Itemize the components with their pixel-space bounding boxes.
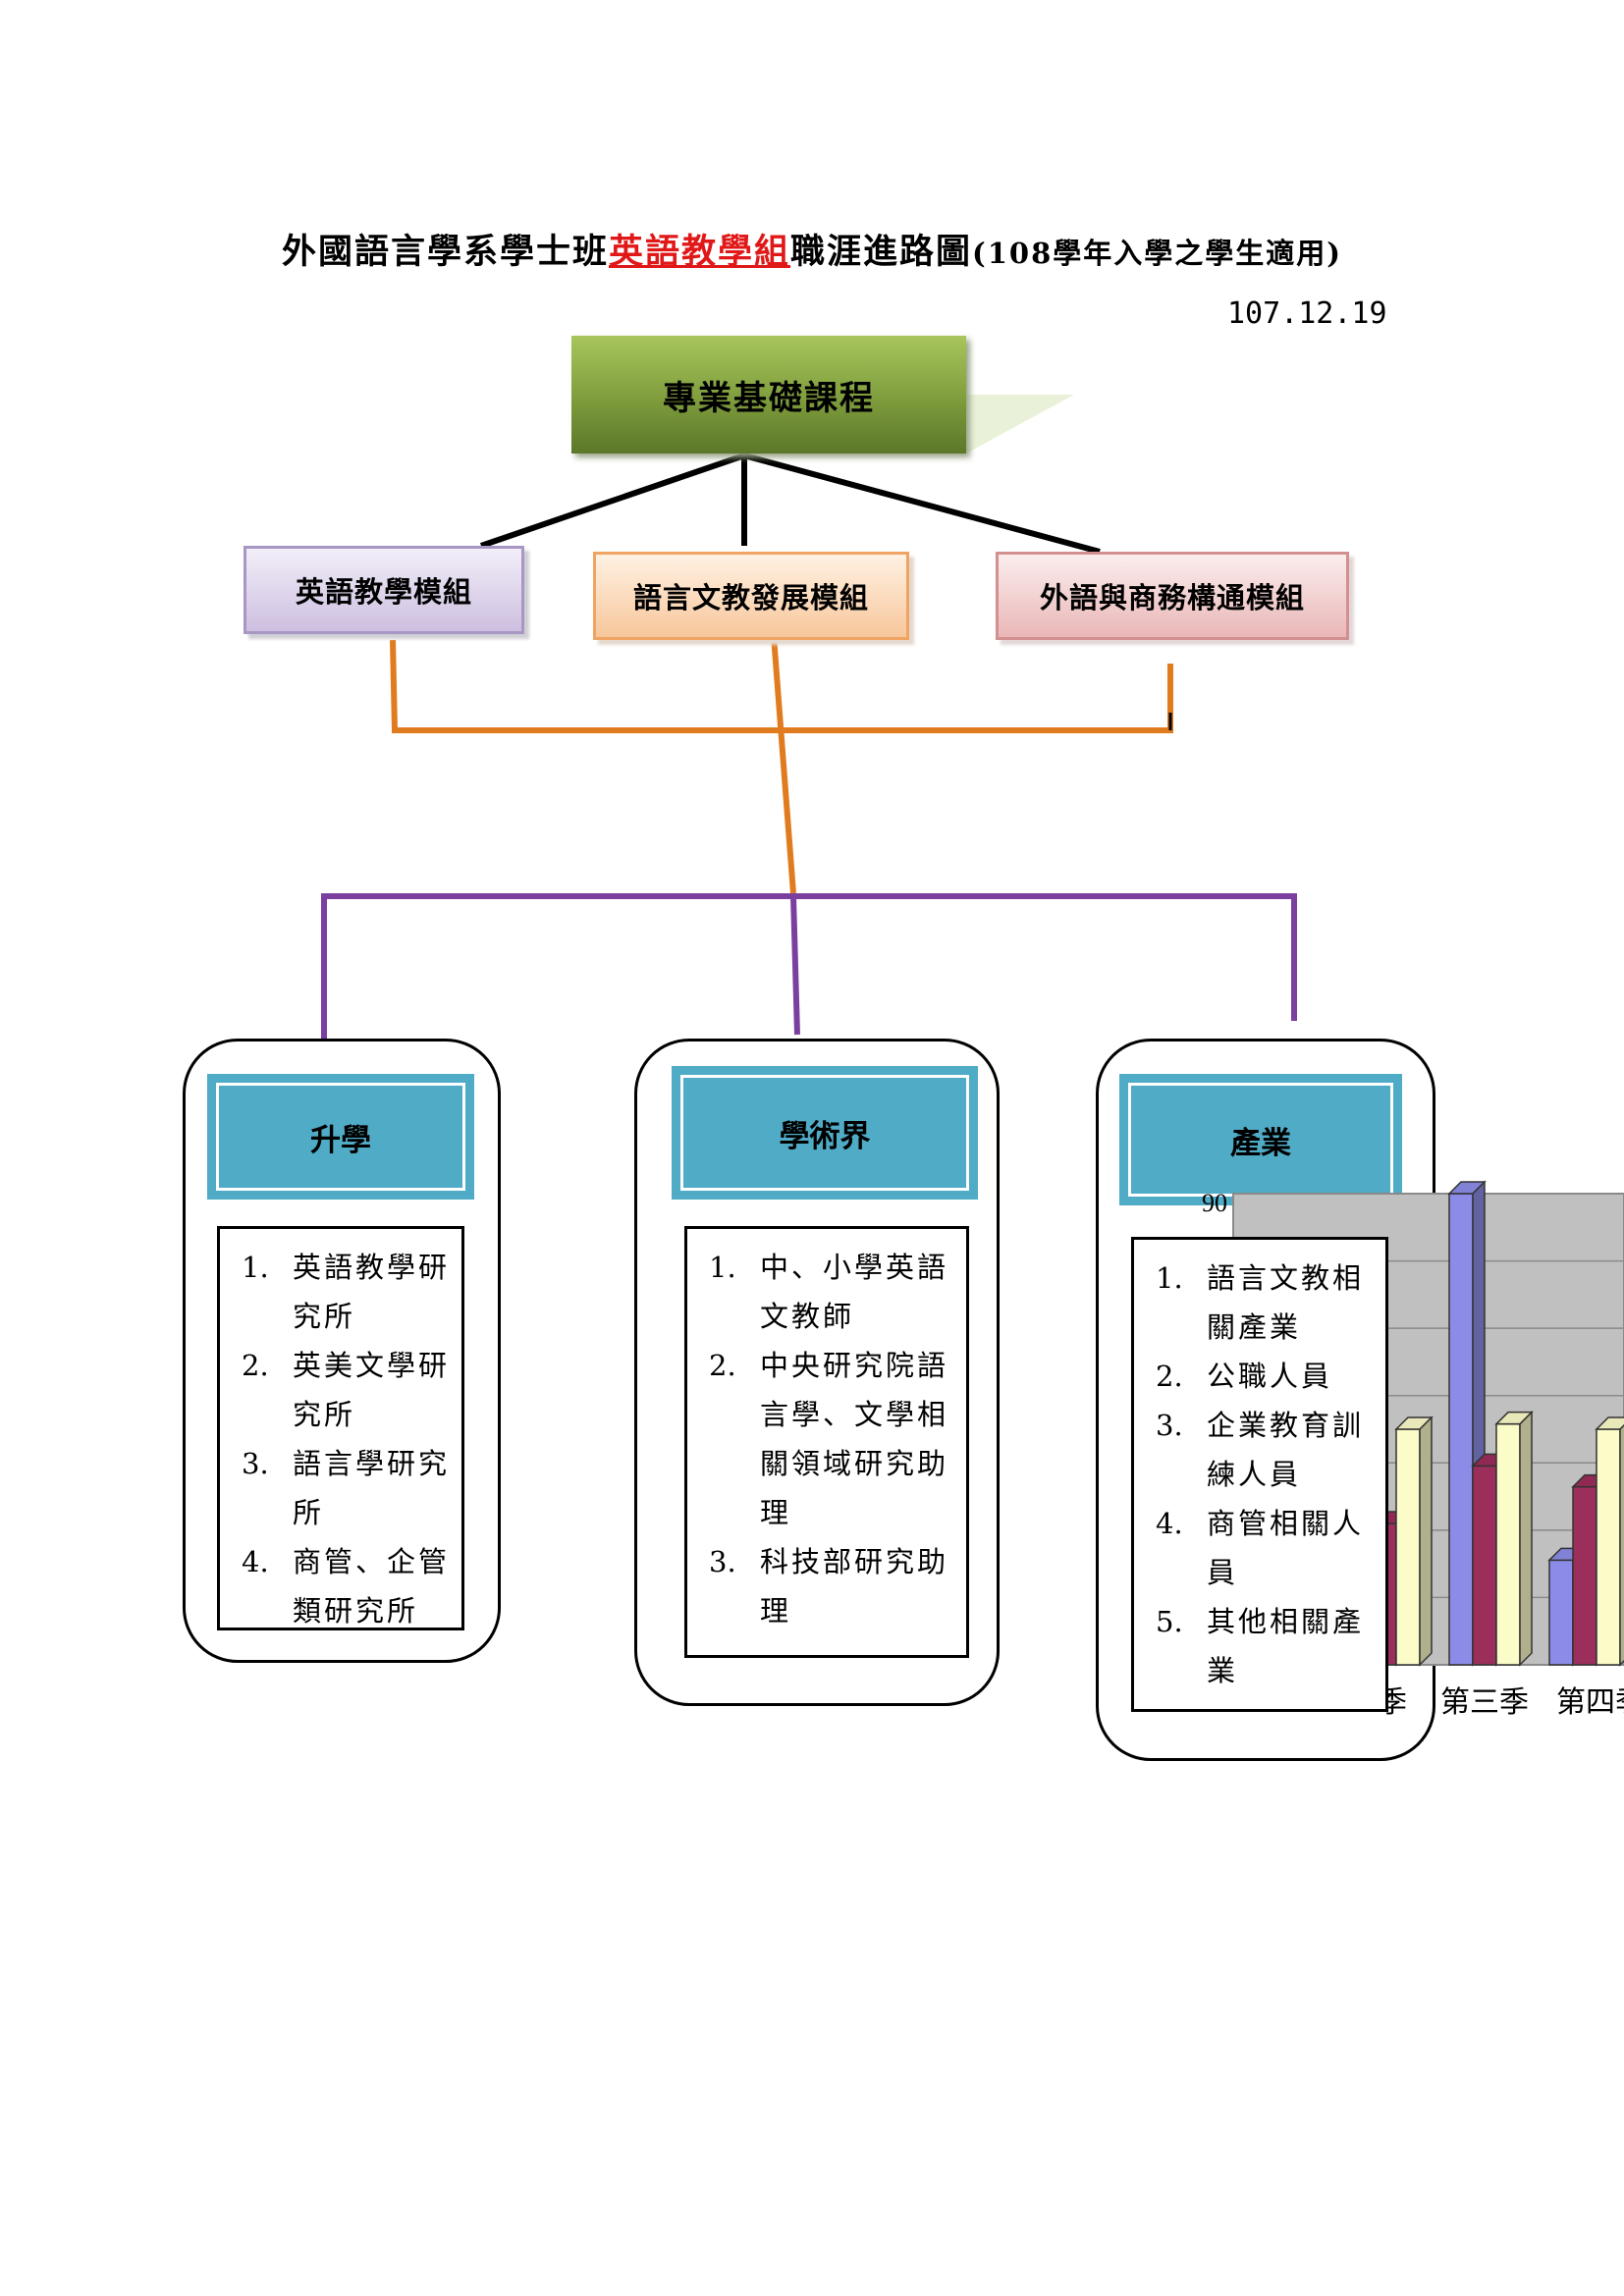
chart-bar [1548,1559,1574,1666]
path-header-academia: 學術界 [672,1066,978,1200]
item-number: 2. [709,1349,736,1382]
item-number: 3. [1156,1409,1183,1442]
root-shadow-shape [966,395,1074,454]
root-to-module-a-line [480,453,745,549]
page-title: 外國語言學系學士班英語教學組職涯進路圖(108學年入學之學生適用) [0,224,1624,274]
chart-bar-side [1619,1423,1624,1667]
item-text: 科技部研究助理 [760,1545,949,1628]
item-number: 1. [709,1251,736,1284]
x-tick-label: 第四季 [1556,1685,1624,1720]
list-item: 3. 科技部研究助理 [709,1537,956,1635]
item-number: 1. [1156,1261,1183,1295]
item-text: 公職人員 [1207,1360,1333,1393]
title-highlight: 英語教學組 [609,232,791,272]
path-title: 學術界 [779,1118,871,1154]
item-number: 2. [1156,1360,1183,1393]
list-item: 3. 企業教育訓練人員 [1156,1401,1376,1499]
item-number: 3. [242,1447,269,1480]
path-list-further-study: 1. 英語教學研究所 2. 英美文學研究所 3. 語言學研究所 4. 商管、企管類研究所 [217,1226,464,1630]
chart-bar [1448,1193,1474,1666]
path-header-industry: 產業 [1119,1074,1402,1205]
item-text: 英語教學研究所 [293,1251,451,1333]
title-suffix: 職涯進路圖 [790,232,973,272]
item-number: 4. [1156,1507,1183,1540]
item-number: 3. [709,1545,736,1578]
path-title: 產業 [1230,1125,1291,1161]
title-note: (108學年入學之學生適用) [972,237,1343,270]
path-bracket-line [321,893,1297,1039]
list-item: 1. 英語教學研究所 [242,1243,452,1341]
module-english-teaching: 英語教學模組 [244,546,524,634]
module-label: 英語教學模組 [295,575,472,609]
chart-bar [1395,1428,1421,1666]
item-text: 中、小學英語文教師 [760,1251,949,1333]
root-label: 專業基礎課程 [663,378,875,418]
item-text: 語言文教相關產業 [1207,1261,1365,1344]
module-label: 語言文教發展模組 [632,581,869,614]
item-number: 4. [242,1545,269,1578]
list-item: 1. 中、小學英語文教師 [709,1243,956,1341]
path-list-academia: 1. 中、小學英語文教師 2. 中央研究院語言學、文學相關領域研究助理 3. 科技部研… [684,1226,969,1658]
module-business-communication: 外語與商務構通模組 [996,552,1349,640]
module-connectors [390,635,1173,894]
item-text: 語言學研究所 [293,1447,451,1529]
item-text: 企業教育訓練人員 [1207,1409,1365,1491]
item-number: 2. [242,1349,269,1382]
list-item: 2. 公職人員 [1156,1352,1376,1401]
item-text: 商管相關人員 [1207,1507,1365,1589]
root-node: 專業基礎課程 [571,336,966,454]
module-language-education: 語言文教發展模組 [593,552,909,640]
revision-date: 107.12.19 [1227,296,1387,331]
module-label: 外語與商務構通模組 [1039,581,1305,614]
chart-bar [1472,1465,1497,1666]
y-tick-label: 90 [1202,1189,1227,1217]
list-item: 3. 語言學研究所 [242,1439,452,1537]
chart-bar [1596,1428,1621,1666]
chart-bar [1495,1422,1521,1666]
list-item: 5. 其他相關產業 [1156,1597,1376,1695]
chart-bar [1572,1485,1597,1666]
module-b-down-line [771,635,796,894]
title-prefix: 外國語言學系學士班 [281,232,609,272]
chart-bar-side [1519,1410,1533,1667]
root-to-module-c-line [743,453,1101,555]
path-header-further-study: 升學 [207,1074,474,1200]
item-text: 英美文學研究所 [293,1349,451,1431]
path-title: 升學 [310,1122,371,1158]
path-list-industry: 1. 語言文教相關產業 2. 公職人員 3. 企業教育訓練人員 4. 商管相關人員 5.… [1131,1237,1388,1712]
item-text: 中央研究院語言學、文學相關領域研究助理 [760,1349,949,1529]
item-number: 1. [242,1251,269,1284]
path-connectors [321,893,1297,1039]
list-item: 2. 中央研究院語言學、文學相關領域研究助理 [709,1341,956,1537]
path-center-line [790,895,800,1036]
list-item: 2. 英美文學研究所 [242,1341,452,1439]
list-item: 4. 商管、企管類研究所 [242,1537,452,1635]
x-tick-label: 第三季 [1440,1685,1529,1720]
list-item: 4. 商管相關人員 [1156,1499,1376,1597]
chart-bar-top [1595,1416,1624,1430]
item-number: 5. [1156,1605,1183,1638]
list-item: 1. 語言文教相關產業 [1156,1254,1376,1352]
item-text: 商管、企管類研究所 [293,1545,451,1628]
item-text: 其他相關產業 [1207,1605,1365,1687]
chart-bar-side [1419,1415,1433,1667]
root-connectors [480,453,1101,555]
